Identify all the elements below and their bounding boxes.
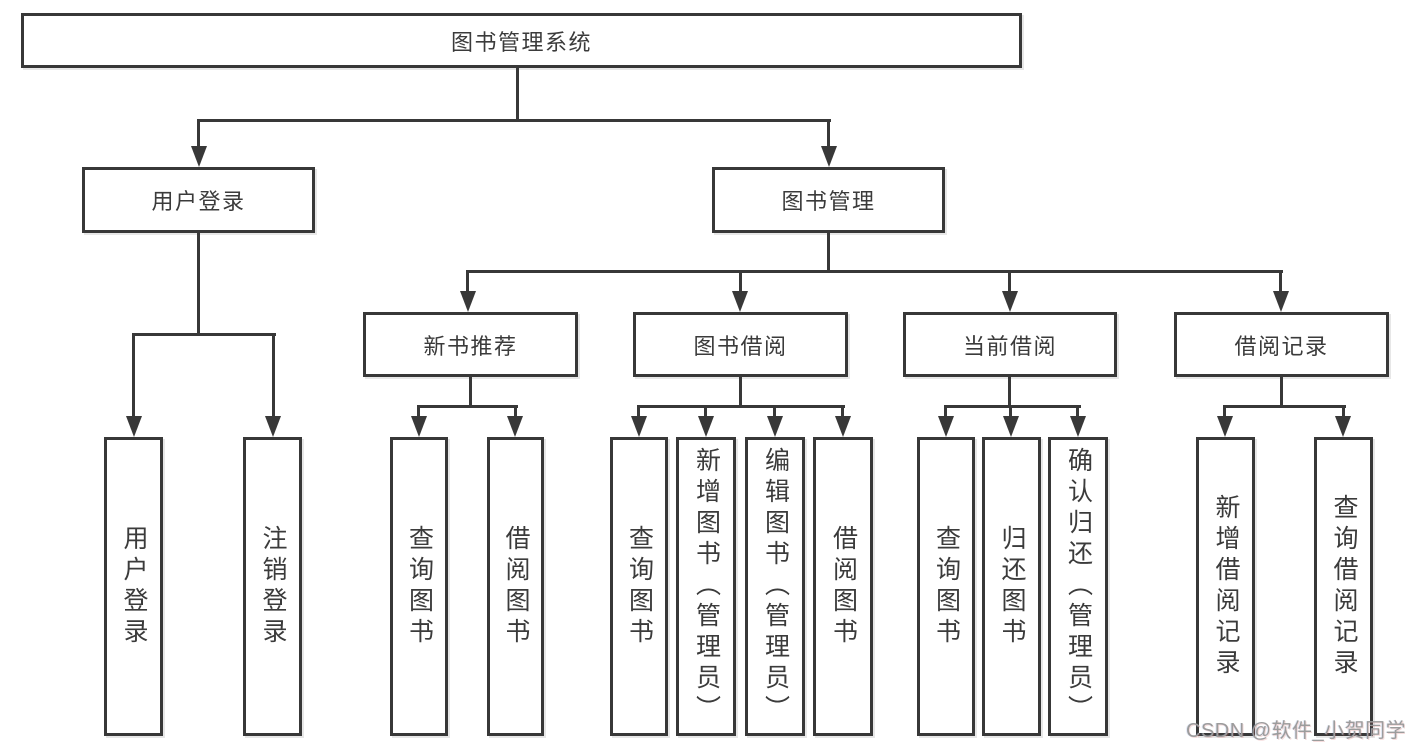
connector-line xyxy=(1008,270,1011,294)
connector-line xyxy=(637,405,845,408)
connector-arrow xyxy=(265,416,281,437)
connector-line xyxy=(466,270,469,294)
node-query-borrow-record-label: 查询借阅记录 xyxy=(1330,493,1358,680)
node-user-login-action-label: 用户登录 xyxy=(120,524,148,649)
connector-line xyxy=(1280,377,1283,408)
connector-arrow xyxy=(821,146,837,167)
connector-arrow xyxy=(1070,416,1086,437)
node-edit-books-admin: 编辑图书（管理员） xyxy=(745,437,805,736)
node-current-borrowing: 当前借阅 xyxy=(903,312,1117,377)
node-query-books-current: 查询图书 xyxy=(917,437,975,736)
connector-line xyxy=(197,233,200,336)
connector-line xyxy=(197,119,200,150)
node-query-books-borrow: 查询图书 xyxy=(610,437,668,736)
csdn-watermark: CSDN @软件_小贺同学 xyxy=(1186,720,1405,742)
connector-arrow xyxy=(767,416,783,437)
connector-line xyxy=(417,405,420,419)
node-book-borrowing: 图书借阅 xyxy=(633,312,848,377)
node-borrow-books-recommend-label: 借阅图书 xyxy=(502,524,530,649)
node-book-borrowing-label: 图书借阅 xyxy=(693,333,788,359)
node-borrowing-records-label: 借阅记录 xyxy=(1234,333,1329,359)
node-add-books-admin-label: 新增图书（管理员） xyxy=(692,447,721,726)
connector-line xyxy=(704,405,707,419)
node-query-books-current-label: 查询图书 xyxy=(932,524,961,649)
node-borrowing-records: 借阅记录 xyxy=(1174,312,1389,377)
connector-line xyxy=(1223,405,1226,419)
node-return-books-label: 归还图书 xyxy=(998,524,1026,649)
node-add-borrow-record: 新增借阅记录 xyxy=(1196,437,1255,736)
node-book-management-module: 图书管理 xyxy=(712,167,945,233)
node-user-login-module-label: 用户登录 xyxy=(151,189,246,214)
connector-arrow xyxy=(938,416,954,437)
node-new-book-recommend: 新书推荐 xyxy=(363,312,578,377)
connector-arrow xyxy=(1217,416,1233,437)
connector-arrow xyxy=(411,416,427,437)
connector-line xyxy=(1223,405,1346,408)
connector-line xyxy=(739,377,742,408)
node-query-books-borrow-label: 查询图书 xyxy=(625,524,654,649)
connector-line xyxy=(637,405,640,419)
connector-arrow xyxy=(460,291,476,312)
connector-arrow xyxy=(126,416,142,437)
connector-arrow xyxy=(1335,416,1351,437)
connector-arrow xyxy=(1002,291,1018,312)
node-user-login-action: 用户登录 xyxy=(104,437,163,736)
node-new-book-recommend-label: 新书推荐 xyxy=(423,333,518,359)
connector-line xyxy=(841,405,844,419)
node-borrow-books-action-label: 借阅图书 xyxy=(829,524,858,649)
connector-arrow xyxy=(1273,291,1289,312)
connector-line xyxy=(827,119,830,150)
connector-line xyxy=(827,233,830,273)
node-book-management-label: 图书管理 xyxy=(781,189,876,214)
node-logout-action: 注销登录 xyxy=(243,437,302,736)
connector-arrow xyxy=(507,416,523,437)
connector-line xyxy=(1009,405,1012,419)
node-add-books-admin: 新增图书（管理员） xyxy=(676,437,736,736)
connector-line xyxy=(1008,377,1011,408)
node-logout-action-label: 注销登录 xyxy=(259,524,287,649)
connector-line xyxy=(272,333,275,418)
connector-line xyxy=(944,405,1081,408)
node-query-books-recommend-label: 查询图书 xyxy=(405,524,434,649)
connector-arrow xyxy=(191,146,207,167)
connector-line xyxy=(1279,270,1282,294)
connector-line xyxy=(466,270,1283,273)
connector-line xyxy=(773,405,776,419)
node-add-borrow-record-label: 新增借阅记录 xyxy=(1212,493,1240,680)
connector-arrow xyxy=(835,416,851,437)
connector-line xyxy=(944,405,947,419)
connector-line xyxy=(417,405,518,408)
connector-line xyxy=(1076,405,1079,419)
node-borrow-books-recommend: 借阅图书 xyxy=(487,437,544,736)
node-confirm-return-admin: 确认归还（管理员） xyxy=(1048,437,1108,736)
connector-line xyxy=(132,333,276,336)
connector-arrow xyxy=(732,291,748,312)
connector-line xyxy=(739,270,742,294)
connector-line xyxy=(1342,405,1345,419)
connector-arrow xyxy=(1003,416,1019,437)
node-edit-books-admin-label: 编辑图书（管理员） xyxy=(761,447,790,726)
node-root-label: 图书管理系统 xyxy=(450,29,592,55)
node-query-borrow-record: 查询借阅记录 xyxy=(1314,437,1373,736)
connector-line xyxy=(197,119,831,122)
node-return-books: 归还图书 xyxy=(982,437,1041,736)
node-user-login-module: 用户登录 xyxy=(82,167,315,233)
node-root-system: 图书管理系统 xyxy=(21,13,1022,68)
connector-line xyxy=(132,333,135,418)
connector-arrow xyxy=(631,416,647,437)
node-current-borrowing-label: 当前借阅 xyxy=(962,333,1057,359)
node-query-books-recommend: 查询图书 xyxy=(390,437,448,736)
node-borrow-books-action: 借阅图书 xyxy=(813,437,873,736)
node-confirm-return-admin-label: 确认归还（管理员） xyxy=(1064,447,1093,726)
connector-arrow xyxy=(698,416,714,437)
connector-line xyxy=(514,405,517,419)
connector-line xyxy=(516,68,519,121)
connector-line xyxy=(469,377,472,408)
